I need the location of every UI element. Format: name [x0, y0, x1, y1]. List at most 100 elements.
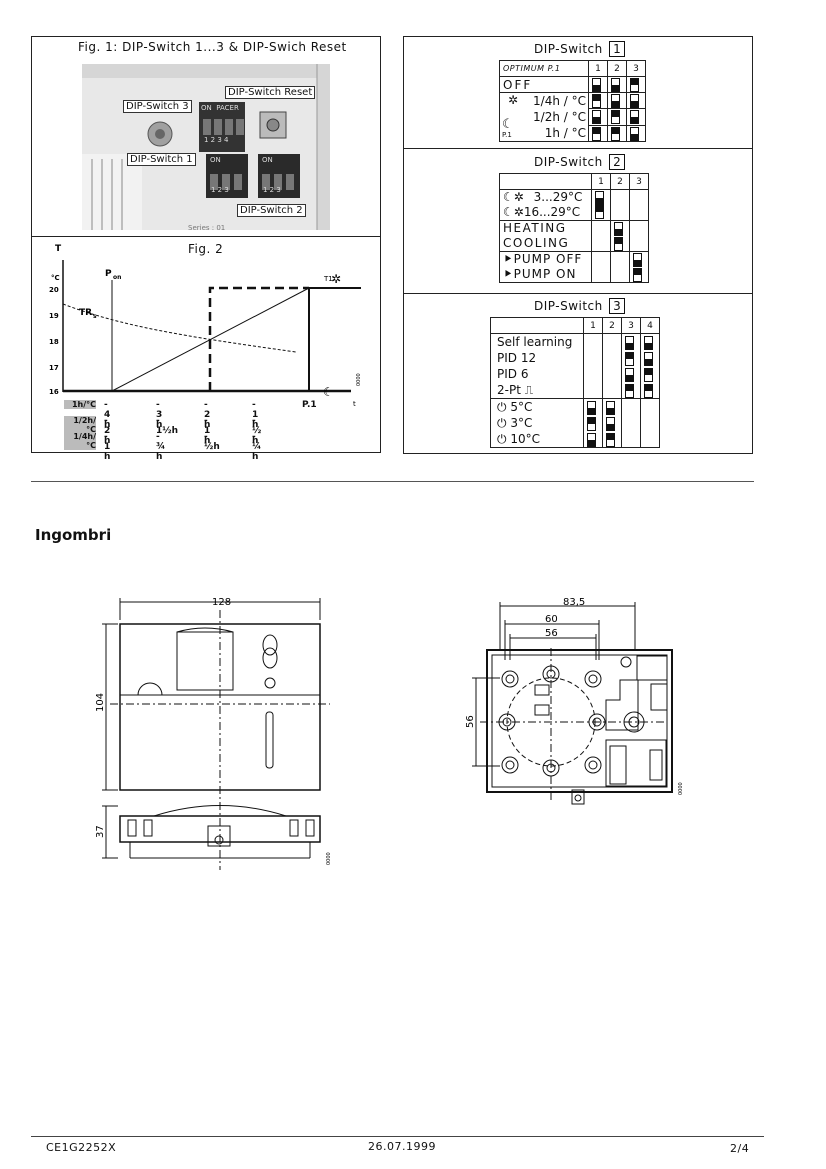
fig2-row-label: 1/2h/°C: [64, 416, 96, 434]
fig2-t-axis: t: [353, 400, 356, 408]
photo-series-text: Series : 01: [188, 224, 226, 232]
fig2-cell: - 2 h: [204, 400, 211, 430]
dim-side-height: 37: [95, 825, 106, 838]
fig2-cell: - 1 h: [252, 400, 259, 430]
dip3-title: DIP-Switch 3: [534, 298, 626, 314]
dip2-heating: HEATING: [503, 221, 567, 235]
fig2-ytick: 20: [49, 286, 59, 294]
dip2-pump-off: ⯈PUMP OFF: [503, 252, 583, 266]
col-3: 3: [621, 317, 641, 334]
power-icon: ⏻: [497, 400, 507, 414]
dip2-table: 1 2 3 ☾✲ 3...29°C ☾✲16...29°C HEATING CO…: [499, 173, 649, 283]
pump-icon: ⯈: [503, 252, 514, 266]
label-dip-switch-3: DIP-Switch 3: [123, 100, 192, 113]
fig2-ytick: 16: [49, 388, 59, 396]
dip3-mode: PID 12: [497, 351, 537, 365]
dip1-number: 1: [609, 41, 626, 57]
fig2-ytick: 18: [49, 338, 59, 346]
col-2: 2: [602, 317, 622, 334]
fig2-ytick: 17: [49, 364, 59, 372]
dim-front-width: 128: [212, 597, 231, 608]
col-1: 1: [591, 173, 611, 190]
dip1-title: DIP-Switch 1: [534, 41, 626, 57]
dip3-frost: ⏻ 10°C: [497, 432, 540, 446]
fig2-cell: - ½ h: [252, 416, 262, 446]
fig2-cell: - ¼ h: [252, 432, 262, 462]
dip3-number: 3: [609, 298, 626, 314]
label-dip-switch-reset: DIP-Switch Reset: [225, 86, 316, 99]
footer-doc-id: CE1G2252X: [46, 1141, 117, 1154]
dip1-sun-icon: ✲: [508, 93, 519, 107]
dip3-mode: PID 6: [497, 367, 529, 381]
fig2-sun-glyph: ✲: [331, 272, 341, 286]
dip1-rate: 1/4h / °C: [533, 94, 586, 108]
svg-text:0000: 0000: [356, 373, 362, 386]
fig2-tr-sub: s: [93, 313, 97, 320]
fig2-t1: T1: [323, 275, 333, 283]
fig2-cell: - 1½h: [156, 416, 178, 436]
fig2-cell: - ¾ h: [156, 432, 166, 462]
fig2-pon: P: [105, 269, 112, 279]
label-dip-switch-2: DIP-Switch 2: [237, 204, 306, 217]
photo-digits3-text-2: 1 2 3: [263, 186, 281, 194]
pump-icon: ⯈: [503, 267, 514, 281]
fig2-unit: °C: [51, 274, 60, 282]
dip3-frost: ⏻ 5°C: [497, 400, 533, 414]
power-icon: ⏻: [497, 416, 507, 430]
col-2: 2: [607, 60, 627, 77]
dip2-title-text: DIP-Switch: [534, 155, 603, 169]
dim-back-w2: 60: [545, 614, 558, 625]
col-3: 3: [629, 173, 649, 190]
dip1-table: OPTIMUM P.1 1 2 3 OFF ✲ ☾ P.1 1/4h / °C …: [499, 60, 646, 143]
photo-on-text-2: ON: [262, 156, 273, 164]
fig2-cell: - ½h: [204, 432, 220, 452]
footer-rule: [31, 1136, 764, 1137]
fig2-chart: ✲ ☾ T °C 20 19 18 17 16 P on T1 TR s t 0…: [49, 244, 362, 408]
dim-back-w3: 56: [545, 628, 558, 639]
fig2-moon-glyph: ☾: [323, 385, 334, 399]
col-4: 4: [640, 317, 660, 334]
fig2-cell: - 3 h: [156, 400, 163, 430]
fig2-panel: [31, 236, 381, 453]
svg-text:0000: 0000: [326, 852, 332, 865]
section-divider: [31, 481, 754, 482]
photo-on-pacer-text: ON PACER: [201, 104, 239, 112]
section-heading: Ingombri: [35, 526, 112, 544]
fig2-t-label: T: [55, 244, 62, 254]
photo-digits3-text-1: 1 2 3: [211, 186, 229, 194]
dim-front-height: 104: [95, 693, 106, 712]
dip2-pump-on: ⯈PUMP ON: [503, 267, 577, 281]
dip3-frost: ⏻ 3°C: [497, 416, 533, 430]
fig2-row-label: 1h/°C: [64, 400, 96, 409]
dip3-mode-2pt: 2-Pt ⎍: [497, 383, 534, 397]
fig2-cell: P.1: [302, 400, 317, 410]
fig2-cell: - 1 h: [204, 416, 211, 446]
fig2-step: [208, 286, 309, 391]
footer-page: 2/4: [730, 1142, 750, 1155]
col-1: 1: [583, 317, 603, 334]
fig2-cell: - 1 h: [104, 432, 111, 462]
dip1-rate: 1/2h / °C: [533, 110, 586, 124]
fig2-ytick: 19: [49, 312, 59, 320]
fig2-row-label: 1/4h/°C: [64, 432, 96, 450]
footer-date: 26.07.1999: [368, 1140, 436, 1153]
fig2-cell: - 4 h: [104, 400, 111, 430]
dip2-number: 2: [609, 154, 626, 170]
photo-digits4-text: 1 2 3 4: [204, 136, 229, 144]
col-3: 3: [626, 60, 646, 77]
label-dip-switch-1: DIP-Switch 1: [127, 153, 196, 166]
dip3-title-text: DIP-Switch: [534, 299, 603, 313]
back-dimension-drawing: 83,5 60 56 56 0000: [465, 597, 684, 805]
fig2-caption: Fig. 2: [188, 242, 224, 256]
col-1: 1: [588, 60, 608, 77]
dip2-range1: ☾✲ 3...29°C: [503, 190, 583, 204]
dip1-off: OFF: [499, 76, 589, 93]
dim-back-w1: 83,5: [563, 597, 585, 608]
dip3-table: 1 2 3 4 Self learning PID 12 PID 6 2-Pt …: [490, 317, 660, 448]
dip1-p1: P.1: [502, 131, 512, 139]
fig2-cell: - 2 h: [104, 416, 111, 446]
dip1-header: OPTIMUM P.1: [499, 60, 589, 77]
power-icon: ⏻: [497, 432, 507, 446]
dip1-rate: 1h / °C: [544, 126, 586, 140]
dim-back-h: 56: [465, 715, 476, 728]
